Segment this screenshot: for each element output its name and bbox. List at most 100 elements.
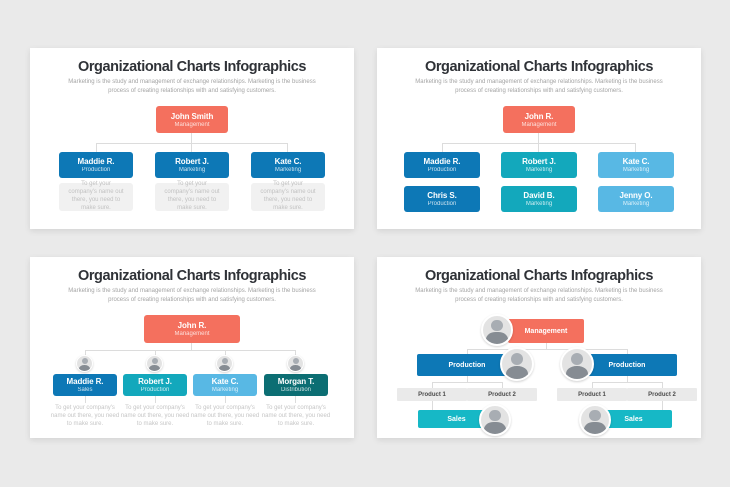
- production-avatar: [560, 347, 594, 381]
- connector-line: [432, 382, 502, 383]
- product-box: Product 2: [627, 388, 697, 401]
- node-role: Sales: [77, 387, 93, 393]
- slide-1-basic-org-chart[interactable]: Organizational Charts Infographics Marke…: [30, 48, 354, 229]
- org-node: Kate C. Marketing: [598, 152, 674, 178]
- connector-line: [662, 401, 663, 410]
- org-node: David B. Marketing: [501, 186, 577, 212]
- connector-line: [295, 350, 296, 355]
- node-name: Maddie R.: [66, 377, 104, 386]
- connector-line: [155, 350, 156, 355]
- slide-title: Organizational Charts Infographics: [424, 268, 654, 284]
- org-node: Maddie R. Sales: [53, 374, 117, 396]
- node-name: Chris S.: [427, 191, 457, 200]
- node-name: Kate C.: [211, 377, 239, 386]
- product-box: Product 1: [397, 388, 467, 401]
- sales-avatar: [479, 404, 511, 436]
- org-node-sales: Sales: [595, 410, 672, 428]
- connector-line: [85, 350, 86, 355]
- org-node-root: John Smith Management: [156, 106, 228, 133]
- org-node: Jenny O. Marketing: [598, 186, 674, 212]
- member-avatar: [76, 355, 93, 372]
- slide-header: Organizational Charts Infographics Marke…: [377, 59, 701, 95]
- connector-line: [502, 382, 503, 388]
- node-name: Kate C.: [274, 157, 302, 166]
- org-node-root: John R. Management: [144, 315, 240, 343]
- org-node: Maddie R. Production: [404, 152, 480, 178]
- org-node: Chris S. Production: [404, 186, 480, 212]
- node-role: Marketing: [622, 201, 650, 207]
- node-role: Management: [521, 121, 557, 128]
- connector-line: [592, 382, 593, 388]
- connector-line: [96, 143, 97, 152]
- connector-line: [627, 349, 628, 354]
- org-node-root: Management: [508, 319, 584, 343]
- node-name: Kate C.: [622, 157, 650, 166]
- org-node-root: John R. Management: [503, 106, 575, 133]
- org-node-production: Production: [577, 354, 677, 376]
- org-node-production: Production: [417, 354, 517, 376]
- connector-line: [635, 143, 636, 152]
- node-role: Marketing: [274, 167, 302, 173]
- connector-line: [432, 401, 433, 410]
- connector-line: [155, 396, 156, 403]
- node-name: Jenny O.: [619, 191, 653, 200]
- product-box: Product 1: [557, 388, 627, 401]
- org-node: Kate C. Marketing: [193, 374, 257, 396]
- node-name: Maddie R.: [423, 157, 461, 166]
- node-role: Production: [427, 167, 457, 173]
- note-card: To get your company's name out there, yo…: [155, 181, 229, 211]
- org-node: Robert J. Marketing: [155, 152, 229, 178]
- connector-line: [287, 143, 288, 152]
- node-name: Robert J.: [138, 377, 172, 386]
- slide-3-avatar-org-chart[interactable]: Organizational Charts Infographics Marke…: [30, 257, 354, 438]
- node-role: Distribution: [280, 387, 311, 393]
- node-name: Morgan T.: [277, 377, 315, 386]
- connector-line: [191, 343, 192, 350]
- note-text: To get your company's name out there, yo…: [261, 405, 331, 427]
- slide-header: Organizational Charts Infographics Marke…: [377, 268, 701, 304]
- connector-line: [85, 396, 86, 403]
- slide-header: Organizational Charts Infographics Marke…: [30, 268, 354, 304]
- node-role: Marketing: [622, 167, 650, 173]
- slide-subtitle: Marketing is the study and management of…: [415, 288, 663, 303]
- connector-line: [467, 349, 468, 354]
- slide-title: Organizational Charts Infographics: [77, 59, 307, 75]
- sales-avatar: [579, 404, 611, 436]
- connector-line: [225, 350, 226, 355]
- org-node: Morgan T. Distribution: [264, 374, 328, 396]
- note-text: To get your company's name out there, yo…: [50, 405, 120, 427]
- node-role: Marketing: [211, 387, 239, 393]
- manager-avatar: [481, 314, 513, 346]
- connector-line: [442, 143, 443, 152]
- connector-line: [546, 343, 547, 349]
- node-role: Marketing: [525, 201, 553, 207]
- node-name: Robert J.: [522, 157, 556, 166]
- org-node: Robert J. Marketing: [501, 152, 577, 178]
- note-card: To get your company's name out there, yo…: [251, 181, 325, 211]
- connector-line: [538, 133, 539, 143]
- connector-line: [432, 382, 433, 388]
- node-role: Production: [140, 387, 170, 393]
- connector-line: [96, 143, 288, 144]
- node-name: David B.: [523, 191, 555, 200]
- member-avatar: [146, 355, 163, 372]
- connector-line: [295, 396, 296, 403]
- slide-subtitle: Marketing is the study and management of…: [415, 79, 663, 94]
- connector-line: [592, 382, 662, 383]
- node-name: John R.: [524, 111, 554, 121]
- connector-line: [467, 376, 468, 382]
- org-node-sales: Sales: [418, 410, 495, 428]
- slide-title: Organizational Charts Infographics: [424, 59, 654, 75]
- slide-title: Organizational Charts Infographics: [77, 268, 307, 284]
- note-text: To get your company's name out there, yo…: [120, 405, 190, 427]
- connector-line: [85, 350, 296, 351]
- connector-line: [627, 376, 628, 382]
- slide-4-department-org-chart[interactable]: Organizational Charts Infographics Marke…: [377, 257, 701, 438]
- connector-line: [191, 143, 192, 152]
- node-role: Management: [174, 121, 210, 128]
- connector-line: [662, 382, 663, 388]
- slide-subtitle: Marketing is the study and management of…: [68, 288, 316, 303]
- org-node: Maddie R. Production: [59, 152, 133, 178]
- slide-2-two-row-org-chart[interactable]: Organizational Charts Infographics Marke…: [377, 48, 701, 229]
- node-name: Maddie R.: [77, 157, 115, 166]
